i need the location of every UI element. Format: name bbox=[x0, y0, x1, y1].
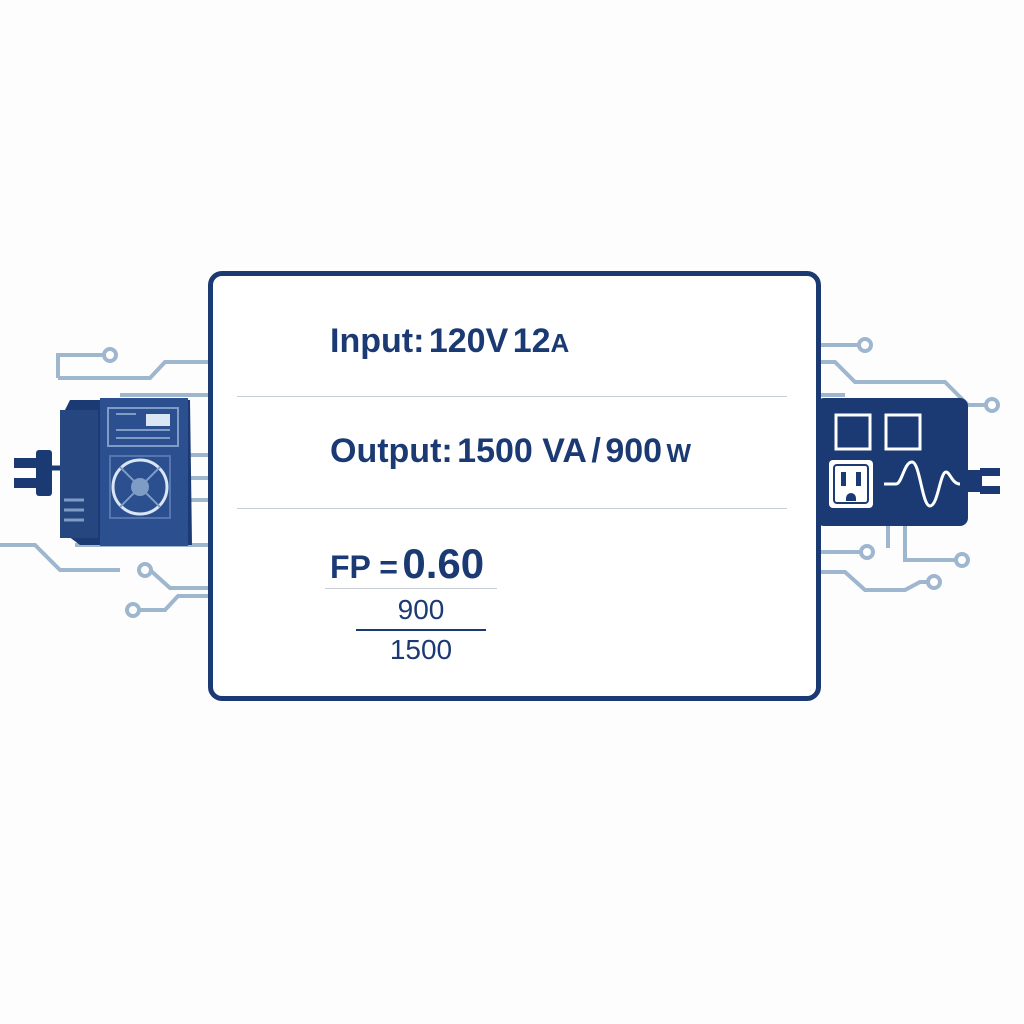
power-factor-value: 0.60 bbox=[402, 540, 485, 587]
outlet-socket-icon bbox=[829, 460, 873, 508]
fraction-denominator: 1500 bbox=[389, 634, 453, 665]
output-real-power-value: 900 bbox=[605, 432, 663, 470]
power-factor-spec: FP = 0.60 bbox=[330, 540, 484, 588]
specs-panel bbox=[208, 271, 821, 701]
input-current-unit: A bbox=[550, 328, 570, 358]
sine-wave-icon bbox=[884, 460, 961, 508]
input-current-value: 12 bbox=[512, 322, 551, 360]
divider-bottom bbox=[237, 508, 787, 509]
input-label: Input: bbox=[330, 322, 425, 360]
output-real-power-unit: W bbox=[666, 438, 692, 468]
power-outlet-panel-icon bbox=[816, 398, 1000, 526]
ups-unit-icon bbox=[14, 398, 192, 546]
fp-underline bbox=[325, 588, 497, 589]
right-circuit-traces bbox=[816, 337, 1000, 592]
input-spec: Input: 120V 12A bbox=[330, 322, 569, 361]
fraction-numerator: 900 bbox=[397, 594, 445, 625]
output-apparent-power: 1500 VA bbox=[457, 432, 587, 470]
power-factor-label: FP = bbox=[330, 549, 398, 585]
input-voltage: 120V bbox=[428, 322, 509, 360]
output-separator: / bbox=[591, 432, 601, 470]
fraction-bar bbox=[356, 629, 486, 631]
left-circuit-traces bbox=[0, 347, 208, 618]
divider-top bbox=[237, 396, 787, 397]
output-label: Output: bbox=[330, 432, 453, 470]
output-spec: Output: 1500 VA / 900 W bbox=[330, 432, 691, 471]
